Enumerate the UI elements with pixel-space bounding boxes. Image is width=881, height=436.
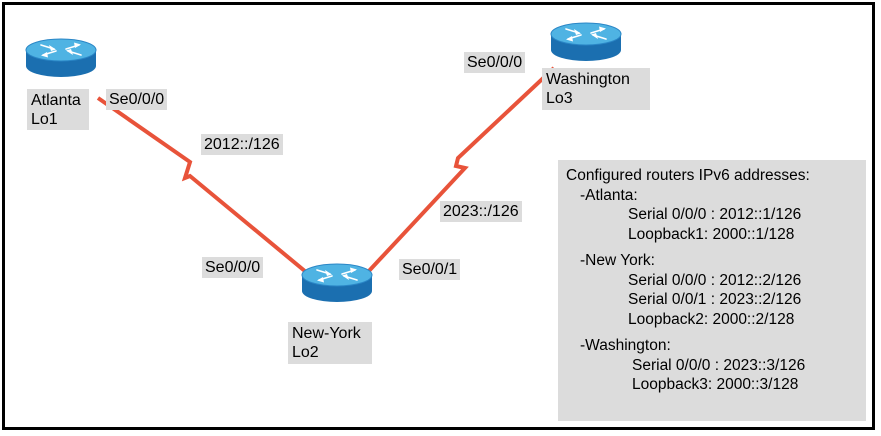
newyork-interface-right-label: Se0/0/1 [399,259,461,280]
info-entry: Loopback1: 2000::1/128 [628,225,795,243]
atlanta-name: Atlanta [31,92,81,109]
router-icon-atlanta[interactable] [25,38,97,78]
router-icon-washington[interactable] [550,22,622,62]
atlanta-loopback: Lo1 [31,111,58,128]
info-entry: Serial 0/0/0 : 2023::3/126 [632,356,806,374]
info-entry: Serial 0/0/1 : 2023::2/126 [628,291,802,308]
atlanta-interface-label: Se0/0/0 [106,89,168,110]
ipv6-address-info-box: Configured routers IPv6 addresses: -Atla… [558,160,866,421]
info-entry: Loopback3: 2000::3/128 [632,376,799,393]
atlanta-router-label: Atlanta Lo1 [27,89,89,130]
info-title: Configured routers IPv6 addresses: [566,167,810,184]
newyork-loopback: Lo2 [292,344,319,361]
info-section-header: -Washington: [580,337,671,354]
washington-loopback: Lo3 [546,90,573,107]
serial-link-atlanta-newyork [96,96,308,274]
newyork-router-label: New-York Lo2 [288,322,372,364]
info-section-header: -Atlanta: [580,186,638,204]
subnet-label-2023: 2023::/126 [440,201,522,222]
router-icon-newyork[interactable] [301,263,373,303]
washington-router-label: Washington Lo3 [542,68,650,110]
diagram-frame [2,2,875,430]
serial-link-newyork-washington [366,66,556,274]
info-entry: Loopback2: 2000::2/128 [628,310,795,328]
newyork-name: New-York [292,325,361,342]
info-entry: Serial 0/0/0 : 2012::1/126 [628,206,802,223]
washington-interface-label: Se0/0/0 [464,52,526,73]
newyork-interface-left-label: Se0/0/0 [202,257,264,278]
info-entry: Serial 0/0/0 : 2012::2/126 [628,271,802,289]
washington-name: Washington [546,71,630,88]
subnet-label-2012: 2012::/126 [201,134,283,155]
info-section-header: -New York: [580,252,655,269]
